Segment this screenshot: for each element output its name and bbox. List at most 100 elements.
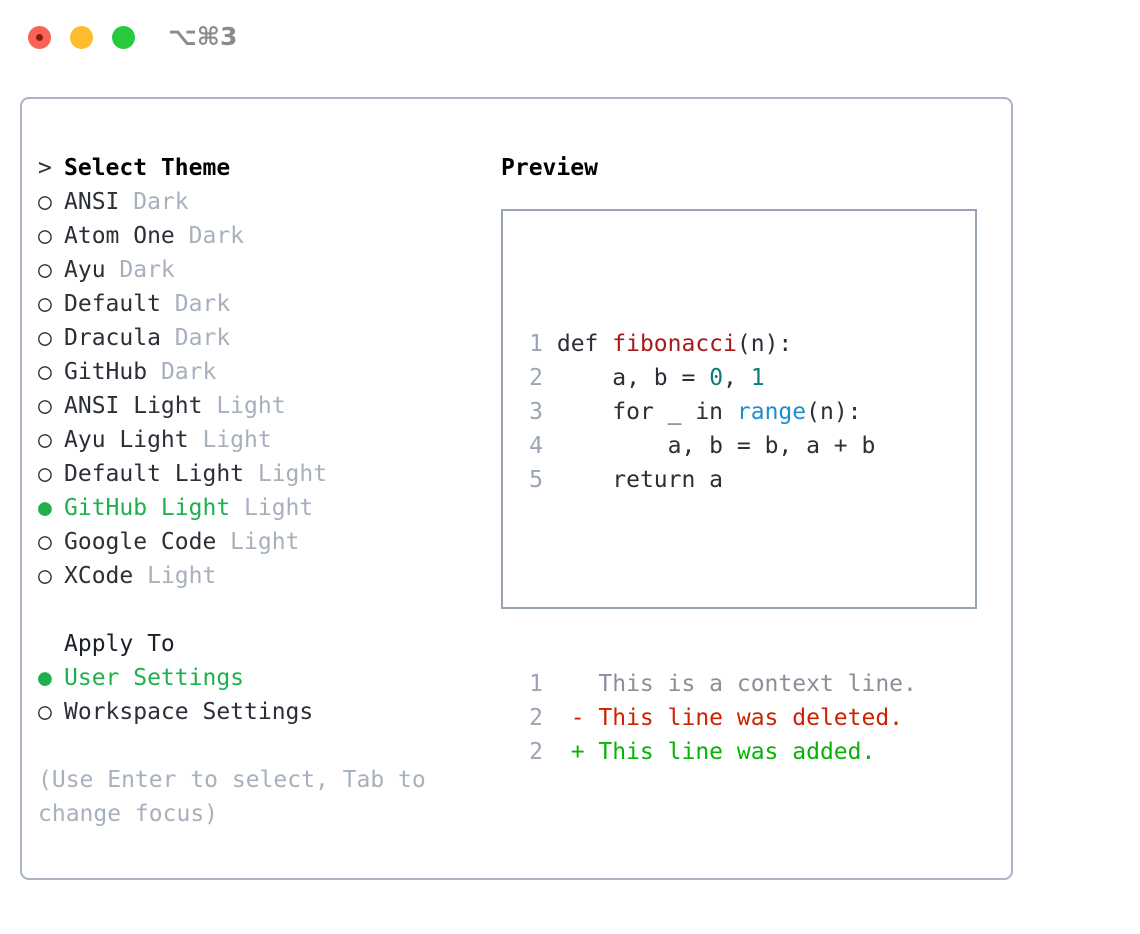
radio-selected-icon: ● xyxy=(38,665,52,691)
title-bar: ⌥⌘3 xyxy=(0,0,1140,78)
radio-unselected-icon: ○ xyxy=(38,189,52,215)
code-token: a, b = b, a + b xyxy=(556,433,876,459)
radio-selected-icon: ● xyxy=(38,495,52,521)
theme-name: Atom One xyxy=(64,223,175,249)
code-diff-separator xyxy=(519,565,917,599)
code-token: 1 xyxy=(750,365,765,391)
radio-unselected-icon: ○ xyxy=(38,529,52,555)
list-gap xyxy=(38,593,478,627)
theme-list-item[interactable]: ○ANSI Dark xyxy=(38,185,478,219)
keyboard-hint: (Use Enter to select, Tab to change focu… xyxy=(38,767,426,827)
theme-list-item[interactable]: ○ Default Light Light xyxy=(38,457,478,491)
theme-variant-tag: Light xyxy=(216,529,300,555)
diff-line-number: 1 xyxy=(529,671,543,697)
theme-variant-tag: Light xyxy=(133,563,217,589)
theme-variant-tag: Dark xyxy=(160,325,231,351)
theme-name: GitHub xyxy=(64,359,148,385)
apply-to-heading: Apply To xyxy=(38,627,478,661)
prompt-caret-icon: > xyxy=(38,155,52,181)
code-line: 5 return a xyxy=(519,463,917,497)
apply-to-list: ● User Settings ○Workspace Settings xyxy=(38,661,478,729)
code-token: def xyxy=(556,331,613,357)
code-line: 4 a, b = b, a + b xyxy=(519,429,917,463)
theme-list-column: >Select Theme ○ANSI Dark○Atom One Dark○A… xyxy=(38,151,478,831)
diff-line: 2 - This line was deleted. xyxy=(519,701,917,735)
minimize-button[interactable] xyxy=(70,26,93,49)
theme-variant-tag: Light xyxy=(202,393,286,419)
code-token: 0 xyxy=(709,365,724,391)
apply-to-label: User Settings xyxy=(64,665,245,691)
theme-list-item[interactable]: ○ ANSI Light Light xyxy=(38,389,478,423)
theme-variant-tag: Light xyxy=(244,461,328,487)
close-button[interactable] xyxy=(28,26,51,49)
theme-list-item[interactable]: ○ Atom One Dark xyxy=(38,219,478,253)
theme-name: GitHub Light xyxy=(64,495,231,521)
apply-to-item[interactable]: ○Workspace Settings xyxy=(38,695,478,729)
zoom-button[interactable] xyxy=(112,26,135,49)
theme-list-item[interactable]: ○ Ayu Dark xyxy=(38,253,478,287)
theme-variant-tag: Dark xyxy=(105,257,175,283)
radio-unselected-icon: ○ xyxy=(38,393,52,419)
traffic-lights xyxy=(28,26,135,49)
code-token: (n): xyxy=(806,399,862,425)
code-token: fibonacci xyxy=(612,331,737,357)
code-line: 1 def fibonacci(n): xyxy=(519,327,917,361)
radio-unselected-icon: ○ xyxy=(38,291,52,317)
hint-gap xyxy=(38,729,478,763)
select-theme-heading: > Select Theme xyxy=(38,151,478,185)
radio-unselected-icon: ○ xyxy=(38,223,52,249)
code-token: for _ in xyxy=(556,399,737,425)
line-number: 3 xyxy=(529,399,543,425)
apply-to-item[interactable]: ● User Settings xyxy=(38,661,478,695)
theme-picker-card: >Select Theme ○ANSI Dark○Atom One Dark○A… xyxy=(20,97,1013,880)
code-token: , xyxy=(723,365,751,391)
radio-unselected-icon: ○ xyxy=(38,257,52,283)
theme-name: XCode xyxy=(64,563,134,589)
theme-name: Ayu xyxy=(64,257,106,283)
diff-line-number: 2 xyxy=(529,705,543,731)
theme-list-item[interactable]: ○ XCode Light xyxy=(38,559,478,593)
theme-list-item[interactable]: ○ GitHub Dark xyxy=(38,355,478,389)
select-theme-heading-label: Select Theme xyxy=(64,155,231,181)
theme-variant-tag: Dark xyxy=(174,223,245,249)
diff-line: 2 + This line was added. xyxy=(519,735,917,769)
diff-line-text: - This line was deleted. xyxy=(543,705,904,731)
theme-name: Default Light xyxy=(64,461,245,487)
diff-block: 1 This is a context line.2 - This line w… xyxy=(519,667,917,769)
radio-unselected-icon: ○ xyxy=(38,699,52,725)
preview-title: Preview xyxy=(501,155,598,181)
theme-variant-tag: Light xyxy=(230,495,314,521)
theme-list-item[interactable]: ○ Dracula Dark xyxy=(38,321,478,355)
theme-variant-tag: Light xyxy=(188,427,272,453)
theme-list-item[interactable]: ○ Google Code Light xyxy=(38,525,478,559)
radio-unselected-icon: ○ xyxy=(38,461,52,487)
diff-line-number: 2 xyxy=(529,739,543,765)
theme-list-item[interactable]: ● GitHub Light Light xyxy=(38,491,478,525)
theme-list-item[interactable]: ○Ayu Light Light xyxy=(38,423,478,457)
code-line: 2 a, b = 0, 1 xyxy=(519,361,917,395)
diff-line-text: + This line was added. xyxy=(543,739,876,765)
radio-unselected-icon: ○ xyxy=(38,427,52,453)
theme-list: ○ANSI Dark○Atom One Dark○Ayu Dark○Defaul… xyxy=(38,185,478,593)
theme-name: ANSI Light xyxy=(64,393,203,419)
code-line: 3 for _ in range(n): xyxy=(519,395,917,429)
keyboard-shortcut-label: ⌥⌘3 xyxy=(168,22,238,51)
theme-name: Dracula xyxy=(64,325,161,351)
theme-list-item[interactable]: ○Default Dark xyxy=(38,287,478,321)
line-number: 2 xyxy=(529,365,543,391)
apply-to-heading-label: Apply To xyxy=(64,631,175,657)
radio-unselected-icon: ○ xyxy=(38,563,52,589)
diff-line-text: This is a context line. xyxy=(543,671,917,697)
code-token: (n): xyxy=(736,331,793,357)
theme-name: Google Code xyxy=(64,529,217,555)
code-token: return a xyxy=(556,467,724,493)
radio-unselected-icon: ○ xyxy=(38,325,52,351)
preview-column: Preview 1 def fibonacci(n):2 a, b = 0, 1… xyxy=(501,151,991,765)
theme-variant-tag: Dark xyxy=(147,359,217,385)
theme-variant-tag: Dark xyxy=(119,189,189,215)
radio-unselected-icon: ○ xyxy=(38,359,52,385)
code-token: a, b = xyxy=(556,365,710,391)
